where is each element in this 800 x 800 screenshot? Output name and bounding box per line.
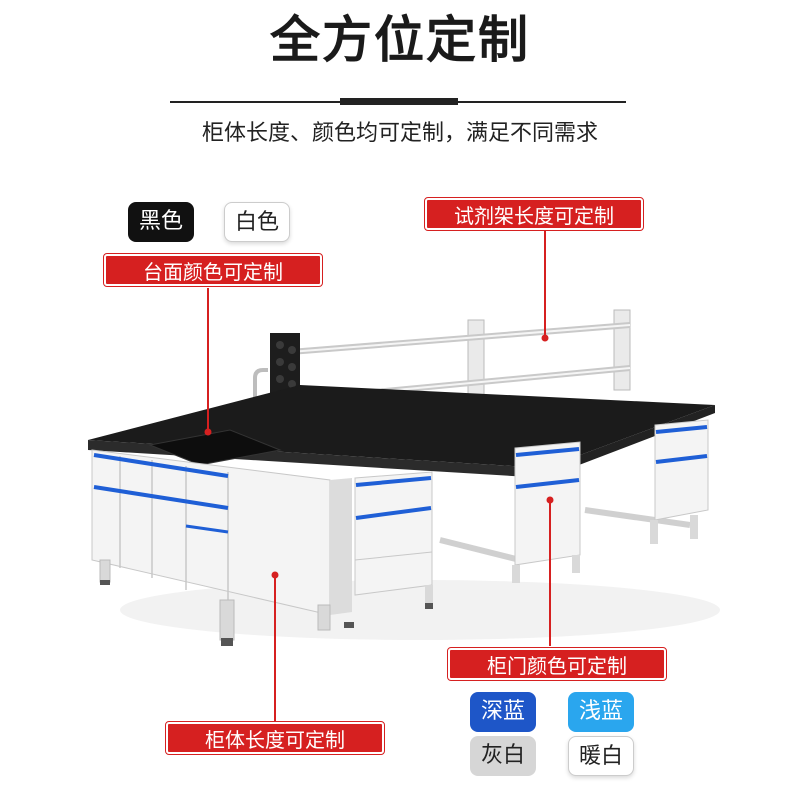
faucet — [253, 368, 268, 440]
door-color-gray-white: 灰白 — [470, 736, 536, 776]
right-cabinet — [654, 419, 709, 521]
page-subtitle: 柜体长度、颜色均可定制，满足不同需求 — [201, 121, 598, 146]
color-option-white: 白色 — [224, 202, 290, 242]
shelf-label: 试剂架长度可定制 — [424, 197, 644, 231]
door-color-warm-white: 暖白 — [568, 736, 634, 776]
floor-shadow — [120, 580, 720, 640]
cabinet-door-label: 柜门颜色可定制 — [447, 647, 667, 681]
door-color-deep-blue: 深蓝 — [470, 692, 536, 732]
color-option-black: 黑色 — [128, 202, 194, 242]
title-divider-accent — [340, 98, 458, 105]
page-title: 全方位定制 — [270, 11, 530, 69]
back-cabinet — [514, 441, 581, 566]
middle-cabinet — [354, 471, 433, 596]
shelf-post-right — [613, 309, 631, 391]
door-color-light-blue: 浅蓝 — [568, 692, 634, 732]
countertop-label: 台面颜色可定制 — [103, 253, 323, 287]
sink — [148, 429, 282, 466]
cabinet-body-label: 柜体长度可定制 — [165, 721, 385, 755]
